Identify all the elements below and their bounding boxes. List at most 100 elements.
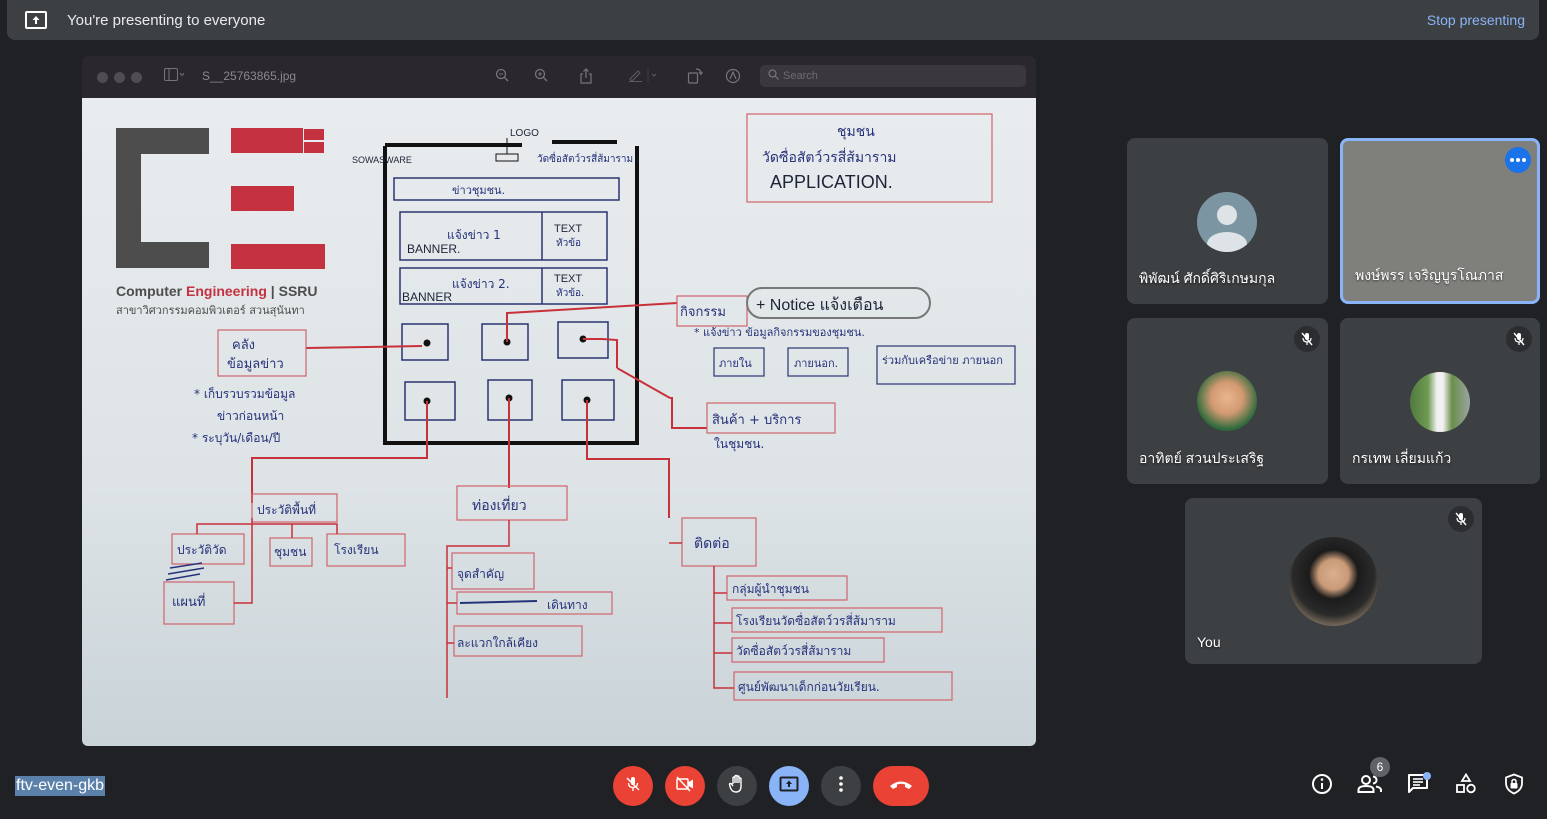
sketch-banner2-sub: หัวข้อ. <box>556 287 584 299</box>
sketch-activities: กิจกรรม <box>680 305 726 320</box>
more-options-button[interactable] <box>821 766 861 806</box>
participant-tile[interactable]: อาทิตย์ สวนประเสริฐ <box>1127 318 1328 484</box>
present-to-all-icon <box>25 11 47 29</box>
sketch-banner2-text: TEXT <box>554 273 582 285</box>
connector-lines <box>251 302 707 518</box>
sketch-archive-2: ข้อมูลข่าว <box>227 357 284 372</box>
meeting-details-button[interactable] <box>1307 771 1337 801</box>
camera-off-icon <box>675 775 695 797</box>
sketch-contact-school: โรงเรียนวัดซื่อสัตว์วรสี่ส้มาราม <box>736 612 896 628</box>
sketch-archive-note-1: * เก็บรวบรวมข้อมูล <box>194 386 295 402</box>
sketch-contact: ติดต่อ <box>694 536 730 552</box>
more-options-icon[interactable] <box>1505 147 1531 173</box>
participant-tile[interactable]: กรเทพ เลี่ยมแก้ว <box>1340 318 1540 484</box>
window-minimize-button[interactable] <box>114 71 125 83</box>
participant-name-self: You <box>1197 634 1221 650</box>
sketch-history: ประวัติพื้นที่ <box>257 501 316 517</box>
participant-tile-active[interactable]: พงษ์พรร เจริญบูรโณภาส <box>1340 138 1540 304</box>
sketch-photo: Computer Engineering | SSRU สาขาวิศวกรรม… <box>82 98 1036 746</box>
sketch-title-1: ชุมชน <box>837 124 875 140</box>
presenting-banner: You're presenting to everyone Stop prese… <box>7 0 1539 40</box>
wireframe-phone <box>383 138 639 445</box>
more-vert-icon <box>839 775 843 797</box>
camera-toggle-button[interactable] <box>665 766 705 806</box>
mic-off-icon <box>625 776 641 797</box>
window-close-button[interactable] <box>97 71 108 83</box>
participant-count-badge: 6 <box>1370 757 1390 777</box>
svg-text:Computer Engineering | SSRU: Computer Engineering | SSRU <box>116 283 318 299</box>
sketch-archive-1: คลัง <box>232 338 255 353</box>
share-icon[interactable] <box>579 68 593 87</box>
sketch-nav-bar: ข่าวชุมชน. <box>452 184 505 197</box>
logo-text-ssru: | SSRU <box>267 283 318 299</box>
mic-off-icon <box>1294 326 1320 352</box>
people-icon <box>1357 774 1383 799</box>
participant-tile[interactable]: พิพัฒน์ ศักดิ์ศิริเกษมกุล <box>1127 138 1328 304</box>
presenting-status-text: You're presenting to everyone <box>67 11 266 29</box>
activities-button[interactable] <box>1451 771 1481 801</box>
raise-hand-button[interactable] <box>717 766 757 806</box>
sketch-title-3: APPLICATION. <box>770 172 893 192</box>
sketch-products-sub: ในชุมชน. <box>714 437 764 452</box>
stop-presenting-button[interactable]: Stop presenting <box>1426 12 1525 28</box>
mic-toggle-button[interactable] <box>613 766 653 806</box>
sketch-products: สินค้า + บริการ <box>712 413 801 428</box>
search-input[interactable] <box>783 70 1013 82</box>
window-zoom-button[interactable] <box>131 71 142 83</box>
participant-avatar-photo <box>1410 372 1470 432</box>
logo-text-thai: สาขาวิศวกรรมคอมพิวเตอร์ สวนสุนันทา <box>116 304 305 317</box>
sketch-notice: + Notice แจ้งเตือน <box>756 296 884 314</box>
markup-pen-icon[interactable] <box>628 68 658 85</box>
ce-logo: Computer Engineering | SSRU สาขาวิศวกรรม… <box>116 128 325 317</box>
chat-unread-dot <box>1423 772 1431 780</box>
sketch-banner1-en: BANNER. <box>407 242 460 256</box>
present-button[interactable] <box>769 766 809 806</box>
window-title-filename: S__25763865.jpg <box>202 69 297 83</box>
sketch-header-right: วัดซื่อสัตว์วรสี่ส้มาราม . <box>537 151 639 165</box>
participant-name: พิพัฒน์ ศักดิ์ศิริเกษมกุล <box>1139 270 1276 286</box>
sidebar-icon[interactable] <box>164 68 186 85</box>
search-icon <box>768 69 779 83</box>
sketch-contact-leaders: กลุ่มผู้นำชุมชน <box>732 582 809 597</box>
info-icon <box>1311 773 1333 800</box>
sketch-activity-internal: ภายใน <box>719 357 752 370</box>
default-avatar-icon <box>1197 192 1257 252</box>
present-icon <box>779 776 799 797</box>
mic-off-icon <box>1506 326 1532 352</box>
sketch-activities-note: * แจ้งข่าว ข้อมูลกิจกรรมของชุมชน. <box>694 326 865 339</box>
sketch-archive-note-2: ข่าวก่อนหน้า <box>217 409 284 423</box>
sketch-banner1-sub: หัวข้อ <box>556 237 581 249</box>
search-field[interactable] <box>760 65 1026 87</box>
host-controls-button[interactable] <box>1499 771 1529 801</box>
sketch-banner2-en: BANNER <box>402 290 452 304</box>
sketch-archive-note-3: * ระบุวัน/เดือน/ปี <box>192 431 280 446</box>
sketch-activity-external: ภายนอก. <box>794 357 838 370</box>
logo-text-computer: Computer <box>116 283 186 299</box>
activities-icon <box>1455 772 1477 800</box>
annotate-icon[interactable] <box>725 68 741 87</box>
zoom-in-icon[interactable] <box>534 68 548 85</box>
participant-name: พงษ์พรร เจริญบูรโณภาส <box>1355 267 1504 283</box>
show-everyone-button[interactable] <box>1355 771 1385 801</box>
host-controls-icon <box>1504 773 1524 800</box>
sketch-logo-label: LOGO <box>510 128 539 139</box>
leave-call-button[interactable] <box>873 766 929 806</box>
sketch-software-label: SOWASWARE <box>352 155 412 165</box>
sketch-banner1-text: TEXT <box>554 223 582 235</box>
participant-name: อาทิตย์ สวนประเสริฐ <box>1139 450 1265 466</box>
sketch-contact-childcare: ศูนย์พัฒนาเด็กก่อนวัยเรียน. <box>738 679 880 695</box>
self-tile[interactable]: You <box>1185 498 1482 664</box>
rotate-icon[interactable] <box>687 68 703 87</box>
raise-hand-icon <box>728 774 746 799</box>
participant-avatar-photo <box>1197 371 1257 431</box>
meeting-code[interactable]: ftv-even-gkb <box>15 776 106 796</box>
sketch-contact-temple: วัดซื่อสัตว์วรสี่ส้มาราม <box>736 642 851 658</box>
sketch-activity-network: ร่วมกับเครือข่าย ภายนอก <box>882 354 1003 367</box>
zoom-out-icon[interactable] <box>495 68 509 85</box>
logo-text-engineering: Engineering <box>186 283 267 299</box>
self-avatar-photo <box>1289 537 1378 626</box>
presented-screen: S__25763865.jpg <box>82 56 1036 746</box>
participant-name: กรเทพ เลี่ยมแก้ว <box>1352 450 1452 466</box>
sketch-banner2-thai: แจ้งข่าว 2. <box>452 277 510 291</box>
sketch-tourism-nearby: ละแวกใกล้เคียง <box>457 636 538 650</box>
